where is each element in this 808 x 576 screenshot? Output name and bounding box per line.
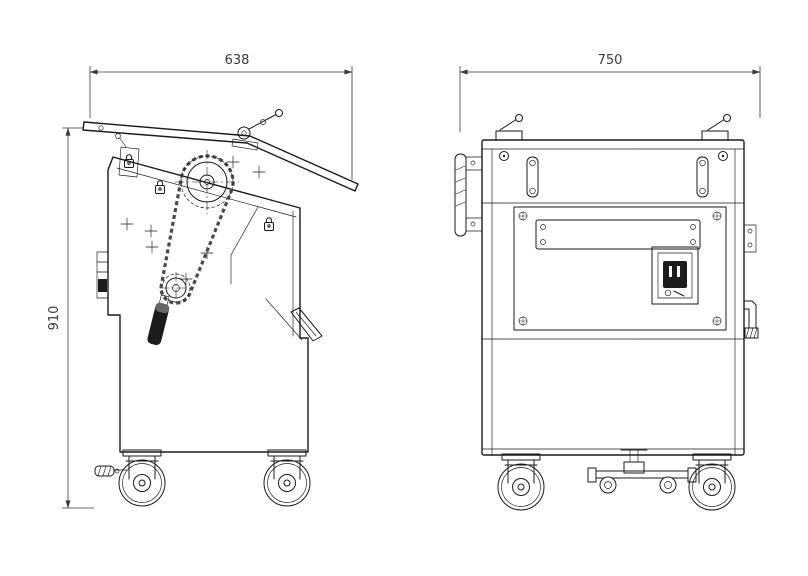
chain-loop <box>159 154 235 305</box>
drain-tube <box>743 300 759 339</box>
cabinet-body <box>481 139 745 456</box>
lock-icon <box>155 180 165 194</box>
control-box <box>651 246 699 305</box>
side-motor-block <box>96 251 109 299</box>
machine-body <box>96 155 323 453</box>
caster-wheel <box>263 449 311 507</box>
discharge-lever <box>290 307 323 342</box>
valve-assembly <box>587 449 697 494</box>
clamp-assembly <box>231 109 283 151</box>
front-view-casters <box>497 453 736 511</box>
power-socket-icon <box>663 261 687 288</box>
dim-label-910: 910 <box>47 306 62 331</box>
side-view: 638 910 <box>47 53 359 509</box>
dimension-front-width: 750 <box>459 53 761 132</box>
side-view-casters <box>94 449 311 507</box>
side-bracket <box>743 224 757 253</box>
caster-wheel <box>118 449 166 507</box>
toggle-latch <box>495 114 523 141</box>
grip-knob <box>147 294 170 346</box>
corner-bolt <box>499 151 509 161</box>
vent-slot <box>526 156 539 198</box>
vent-slot <box>696 156 709 198</box>
chain-drive <box>159 149 240 305</box>
brake-pedal <box>94 465 128 477</box>
dim-label-750: 750 <box>598 53 623 68</box>
toggle-latch <box>701 114 731 141</box>
drive-sprocket <box>174 149 240 215</box>
dim-label-638: 638 <box>225 53 250 68</box>
idler-sprocket <box>159 271 193 305</box>
pipe-union <box>599 476 617 494</box>
panel-screws <box>518 211 722 326</box>
dimension-side-width: 638 <box>89 53 353 180</box>
front-view: 750 <box>454 53 761 511</box>
left-bracket <box>115 133 140 178</box>
table-bolt <box>98 125 104 131</box>
dimension-side-height: 910 <box>47 127 94 509</box>
feed-table <box>82 109 359 192</box>
crosshair-marks <box>120 155 266 286</box>
panel-window <box>535 219 701 250</box>
switch-knob <box>664 289 672 297</box>
corner-bolt <box>718 151 728 161</box>
access-panel <box>513 206 727 331</box>
push-handle <box>454 153 483 237</box>
pipe-union <box>659 476 677 494</box>
lock-icon <box>264 217 274 231</box>
caster-wheel <box>497 453 545 511</box>
